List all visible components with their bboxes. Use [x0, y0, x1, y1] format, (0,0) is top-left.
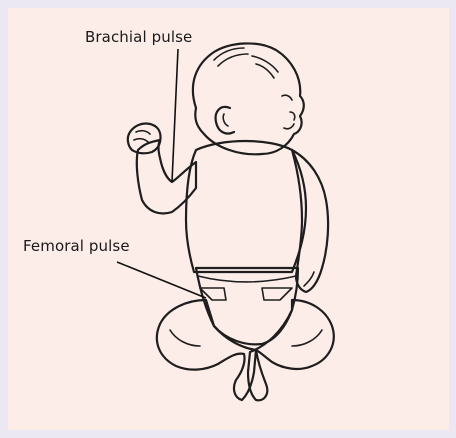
ear [216, 107, 234, 134]
head [193, 43, 304, 154]
brachial-pulse-label: Brachial pulse [85, 28, 192, 46]
femoral-pulse-label: Femoral pulse [23, 237, 130, 255]
fist [128, 123, 161, 153]
infant-figure [128, 43, 334, 400]
brachial-pulse-leader [172, 49, 178, 182]
torso [186, 141, 306, 272]
left-leg [157, 300, 256, 400]
